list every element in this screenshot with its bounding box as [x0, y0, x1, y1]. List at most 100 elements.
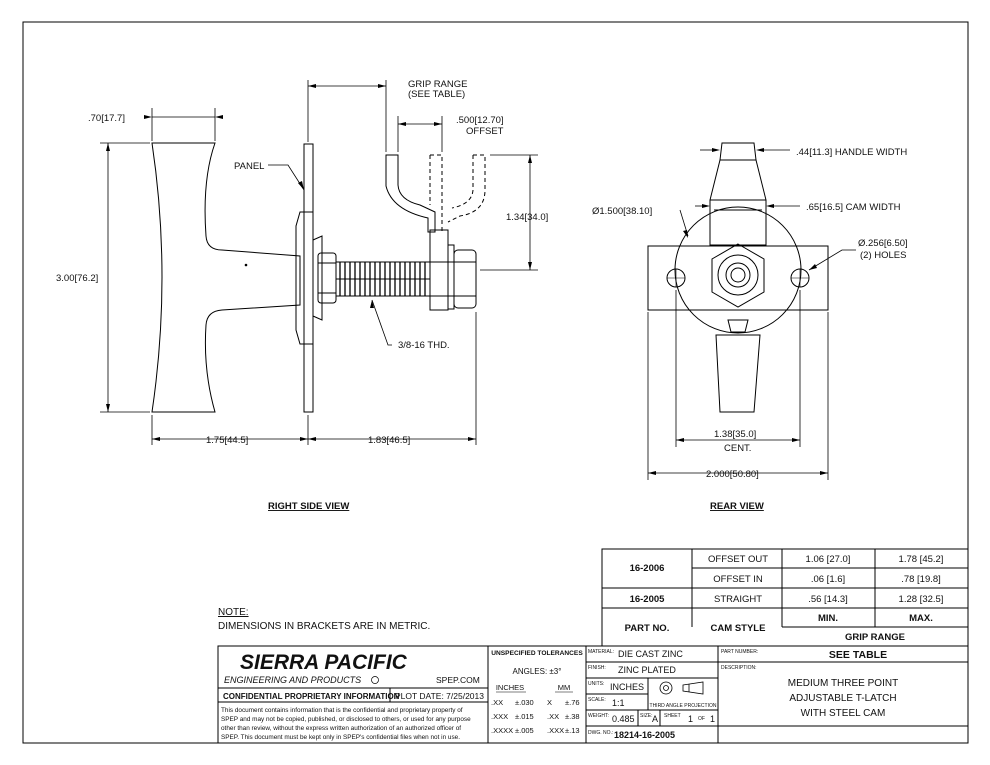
table-row-3-part: 16-2005: [630, 594, 666, 605]
tol-r1-c4: ±.76: [565, 698, 580, 707]
of-value: 1: [710, 714, 715, 724]
cam-arm: [429, 229, 449, 311]
cam-width-dimension: .65[16.5] CAM WIDTH: [806, 202, 901, 213]
description-line-3: WITH STEEL CAM: [801, 708, 886, 719]
company-name: SIERRA PACIFIC: [240, 651, 408, 674]
tolerances-angles: ANGLES: ±3°: [513, 667, 562, 676]
table-row-2-min: .06 [1.6]: [811, 574, 845, 585]
material-label: MATERIAL:: [588, 649, 614, 655]
of-label: OF: [698, 716, 705, 722]
cam-hook-dashed-out: [447, 154, 486, 223]
panel-label: PANEL: [234, 161, 264, 172]
nut-left: [317, 252, 337, 304]
cam-hook-dashed-in: [429, 154, 443, 232]
tol-r3-c3: .XXX: [547, 726, 564, 735]
weight-label: WEIGHT:: [588, 713, 609, 719]
tol-r2-c4: ±.38: [565, 712, 580, 721]
table-row-3-style: STRAIGHT: [714, 594, 762, 605]
confidential-label: CONFIDENTIAL PROPRIETARY INFORMATION: [223, 692, 400, 701]
table-row-1-part: 16-2006: [630, 563, 665, 574]
rear-dimensions: [647, 149, 856, 480]
overall-width-dimension: 2.000[50.80]: [706, 469, 759, 480]
description-line-1: MEDIUM THREE POINT: [788, 678, 898, 689]
table-header-min: MIN.: [818, 613, 838, 624]
offset-dimension: .500[12.70]: [456, 115, 504, 126]
offset-label: OFFSET: [466, 126, 504, 137]
table-header-grip-range: GRIP RANGE: [845, 632, 905, 643]
rear-cam-lower: [715, 334, 761, 413]
hole-centers-label: CENT.: [724, 443, 751, 454]
handle-cup: [295, 211, 314, 345]
scale-label: SCALE:: [588, 697, 606, 703]
registered-mark-icon: [371, 676, 379, 684]
table-row-1-max: 1.78 [45.2]: [899, 554, 944, 565]
hex-nut: [711, 243, 765, 308]
size-value: A: [652, 714, 658, 724]
flange-diameter-dimension: Ø1.500[38.10]: [592, 206, 652, 217]
table-header-part: PART NO.: [625, 623, 670, 634]
handle-width-dimension: .44[11.3] HANDLE WIDTH: [796, 147, 907, 158]
table-row-3-max: 1.28 [32.5]: [899, 594, 944, 605]
table-header-max: MAX.: [909, 613, 933, 624]
table-row-2-max: .78 [19.8]: [901, 574, 941, 585]
tol-r2-c2: ±.015: [515, 712, 534, 721]
tol-r3-c2: ±.005: [515, 726, 534, 735]
third-angle-projection-icon: [659, 681, 704, 695]
thread-label: 3/8-16 THD.: [398, 340, 450, 351]
tol-r1-c1: .XX: [491, 698, 503, 707]
projection-label: THIRD ANGLE PROJECTION: [650, 703, 717, 709]
note-text: DIMENSIONS IN BRACKETS ARE IN METRIC.: [218, 621, 430, 632]
company-subtitle: ENGINEERING AND PRODUCTS: [224, 675, 361, 685]
hole-centers-dimension: 1.38[35.0]: [714, 429, 756, 440]
title-block-grid: [217, 645, 969, 744]
tol-r3-c4: ±.13: [565, 726, 580, 735]
part-number-value: SEE TABLE: [829, 649, 887, 661]
right-side-view: [151, 142, 486, 413]
plot-date: PLOT DATE: 7/25/2013: [395, 691, 484, 701]
grip-range-see-table: (SEE TABLE): [408, 89, 465, 100]
table-row-2-style: OFFSET IN: [713, 574, 763, 585]
tol-r3-c1: .XXXX: [491, 726, 513, 735]
grip-range-label: GRIP RANGE: [408, 79, 467, 90]
dwg-label: DWG. NO.:: [588, 730, 613, 736]
tol-r1-c3: X: [547, 698, 552, 707]
rear-view-title: REAR VIEW: [710, 501, 764, 512]
disclaimer-line-4: SPEP. This document must be kept only in…: [221, 734, 460, 741]
cam-height-dimension: 1.34[34.0]: [506, 212, 548, 223]
table-header-style: CAM STYLE: [711, 623, 766, 634]
dwg-number: 18214-16-2005: [614, 730, 675, 740]
units-label: UNITS:: [588, 681, 604, 687]
top-width-dimension: .70[17.7]: [88, 113, 125, 124]
tol-r1-c2: ±.030: [515, 698, 534, 707]
cam-hook-solid: [385, 154, 436, 233]
handle-depth-dimension: 1.75[44.5]: [206, 435, 248, 446]
tol-r2-c3: .XX: [547, 712, 559, 721]
company-website: SPEP.COM: [436, 675, 480, 685]
holes-quantity-label: (2) HOLES: [860, 250, 906, 261]
finish-value: ZINC PLATED: [618, 665, 676, 675]
tolerances-title: UNSPECIFIED TOLERANCES: [491, 650, 583, 657]
weight-value: 0.485: [612, 714, 635, 724]
size-label: SIZE:: [640, 713, 653, 719]
washer: [447, 244, 455, 310]
table-row-1-style: OFFSET OUT: [708, 554, 768, 565]
description-label: DESCRIPTION:: [721, 665, 757, 671]
overall-height-dimension: 3.00[76.2]: [56, 273, 98, 284]
part-number-label: PART NUMBER:: [721, 649, 758, 655]
panel-plate: [303, 143, 314, 413]
t-handle-profile: [151, 142, 301, 413]
material-value: DIE CAST ZINC: [618, 649, 683, 659]
stud-length-dimension: 1.83[46.5]: [368, 435, 410, 446]
right-side-view-title: RIGHT SIDE VIEW: [268, 501, 349, 512]
tolerances-inches-header: INCHES: [496, 683, 524, 692]
table-row-1-min: 1.06 [27.0]: [806, 554, 851, 565]
nut-right: [453, 249, 477, 309]
side-dimensions: [100, 80, 538, 445]
rear-handle-top: [719, 142, 757, 161]
units-value: INCHES: [610, 682, 644, 692]
holes-diameter-dimension: Ø.256[6.50]: [858, 238, 908, 249]
sheet-label: SHEET: [664, 713, 681, 719]
rear-view: [647, 142, 829, 413]
table-row-3-min: .56 [14.3]: [808, 594, 848, 605]
